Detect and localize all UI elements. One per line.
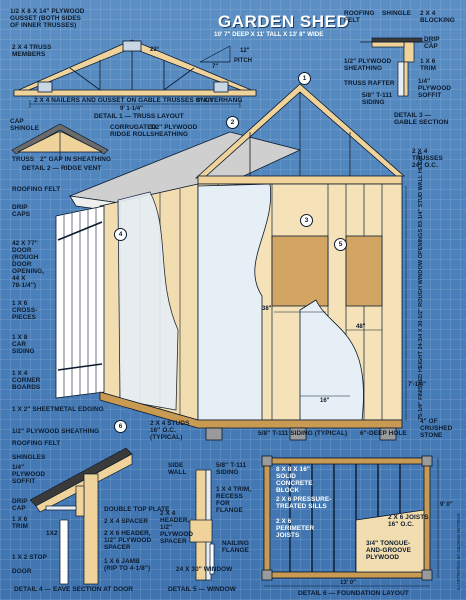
callout-3: 3 bbox=[300, 214, 313, 227]
eave-section-drawing bbox=[29, 447, 133, 585]
plywood-sheathing-label: 1/2" PLYWOOD SHEATHING bbox=[150, 124, 198, 138]
page-subtitle: 10' 7" DEEP X 11' TALL X 13' 8" WIDE bbox=[214, 31, 324, 38]
overhang-label: 8" OVERHANG bbox=[196, 97, 243, 104]
illustration-credit: ILLUSTRATION BY GEORGE RETSECK bbox=[456, 513, 461, 590]
detail-1-caption: DETAIL 1 — TRUSS LAYOUT bbox=[94, 113, 184, 120]
height-dimensions-label: 75-1/4" FINISHED HEIGHT 24-3/4 X 30-1/2"… bbox=[418, 151, 424, 420]
pitch-triangle bbox=[199, 45, 231, 63]
window-siding-label: 5/8" T-111 SIDING bbox=[216, 462, 247, 476]
foundation-floor-label: 3/4" TONGUE- AND-GROOVE PLYWOOD bbox=[366, 540, 412, 561]
gable-truss-rafter-label: TRUSS RAFTER bbox=[344, 80, 395, 87]
detail-4-caption: DETAIL 4 — EAVE SECTION AT DOOR bbox=[14, 586, 134, 593]
studs-label: 2 X 4 STUDS 16" O.C. (TYPICAL) bbox=[150, 420, 190, 441]
shed-drawing bbox=[55, 83, 407, 441]
truss-drawing bbox=[13, 39, 257, 108]
window-flange-label: NAILING FLANGE bbox=[222, 540, 249, 554]
cross-pieces-label: 1 X 6 CROSS- PIECES bbox=[12, 300, 38, 321]
foundation-layout-drawing bbox=[261, 455, 439, 587]
eave-stop-label: 1 X 2 STOP bbox=[12, 554, 47, 561]
gusset-label: 1/2 X 8 X 14" PLYWOOD GUSSET (BOTH SIDES… bbox=[10, 8, 85, 29]
callout-1: 1 bbox=[298, 72, 311, 85]
gable-sheathing-label: 1/2" PLYWOOD SHEATHING bbox=[344, 58, 392, 72]
foundation-joists-label: 2 X 6 JOISTS 16" O.C. bbox=[388, 514, 429, 528]
detail-3-caption: DETAIL 3 — GABLE SECTION bbox=[394, 112, 449, 126]
foundation-perimeter-label: 2 X 6 PERIMETER JOISTS bbox=[276, 518, 315, 539]
gable-trim-label: 1 X 6 TRIM bbox=[420, 58, 437, 72]
t111-siding-label: 5/8" T-111 SIDING (TYPICAL) bbox=[258, 430, 348, 437]
sill-height-label: 16" bbox=[320, 398, 330, 404]
nailers-label: 2 X 4 NAILERS AND GUSSET ON GABLE TRUSSE… bbox=[34, 97, 214, 104]
hole-label: 6"-DEEP HOLE bbox=[360, 430, 407, 437]
callout-6: 6 bbox=[114, 420, 127, 433]
gap-label: 2" GAP IN SHEATHING bbox=[40, 156, 112, 163]
gable-shingle-label: SHINGLE bbox=[382, 10, 412, 17]
callout-5: 5 bbox=[334, 238, 347, 251]
window-header-label: 2 X 4 HEADER, 1/2" PLYWOOD SPACER bbox=[160, 510, 194, 545]
window-trim-label: 1 X 4 TRIM, RECESS FOR FLANGE bbox=[216, 486, 252, 514]
window-size-label: 24 X 30" WINDOW bbox=[176, 566, 233, 573]
callout-4: 4 bbox=[114, 228, 127, 241]
eave-drip-cap-label: DRIP CAP bbox=[12, 498, 28, 512]
pitch-label: PITCH bbox=[234, 58, 252, 64]
detail-5-caption: DETAIL 5 — WINDOW bbox=[168, 586, 236, 593]
trusses-label: 2 X 4 TRUSSES 24" O.C. bbox=[412, 148, 443, 169]
window-width-label: 38" bbox=[262, 306, 272, 312]
pitch-run-label: 7" bbox=[212, 64, 219, 70]
eave-jamb-label: 1 X 6 JAMB (RIP TO 4-1/8") bbox=[104, 558, 151, 572]
pitch-rise-label: 12" bbox=[240, 48, 250, 54]
front-width-label: 7'-1/4" bbox=[408, 382, 426, 388]
gable-felt-label: ROOFING FELT bbox=[344, 10, 375, 24]
ridge-roll-label: CORRUGATED RIDGE ROLL bbox=[110, 124, 157, 138]
window-section-drawing bbox=[189, 469, 215, 581]
foundation-sills-label: 2 X 6 PRESSURE- TREATED SILLS bbox=[276, 496, 332, 510]
detail-6-caption: DETAIL 6 — FOUNDATION LAYOUT bbox=[298, 590, 409, 597]
page-title: GARDEN SHED bbox=[218, 12, 350, 31]
foundation-width-label: 13' 0" bbox=[340, 580, 356, 586]
truss-angle-label: 23° bbox=[150, 47, 160, 53]
window-side-wall-label: SIDE WALL bbox=[168, 462, 187, 476]
roofing-felt-label: ROOFING FELT bbox=[12, 186, 61, 193]
foundation-block-label: 8 X 8 X 16" SOLID CONCRETE BLOCK bbox=[276, 466, 313, 494]
cap-shingle-label: CAP SHINGLE bbox=[10, 118, 40, 132]
sheetmetal-edging-label: 1 X 2" SHEETMETAL EDGING bbox=[12, 406, 104, 413]
eave-door-label: DOOR bbox=[12, 568, 32, 575]
window-spacing-label: 48" bbox=[356, 324, 366, 330]
detail-2-caption: DETAIL 2 — RIDGE VENT bbox=[22, 165, 102, 172]
ridge-vent-drawing bbox=[11, 123, 109, 160]
eave-trim-label: 1 X 6 TRIM bbox=[12, 516, 29, 530]
corner-boards-label: 1 X 4 CORNER BOARDS bbox=[12, 370, 41, 391]
eave-felt-label: ROOFING FELT bbox=[12, 440, 61, 447]
crushed-stone-label: 4" OF CRUSHED STONE bbox=[420, 418, 453, 439]
gable-soffit-label: 1/4" PLYWOOD SOFFIT bbox=[418, 78, 452, 99]
gable-blocking-label: 2 X 4 BLOCKING bbox=[420, 10, 455, 24]
foundation-depth-label: 9' 0" bbox=[440, 502, 453, 508]
truss-label: TRUSS bbox=[12, 156, 35, 163]
truss-span-label: 9' 1-1/4" bbox=[120, 106, 143, 112]
drip-caps-label: DRIP CAPS bbox=[12, 204, 31, 218]
car-siding-label: 1 X 8 CAR SIDING bbox=[12, 334, 35, 355]
gable-siding-label: 5/8" T-111 SIDING bbox=[362, 92, 393, 106]
eave-1x2-label: 1X2 bbox=[46, 530, 58, 537]
eave-header-label: 2 X 6 HEADER, 1/2" PLYWOOD SPACER bbox=[104, 530, 152, 551]
truss-members-label: 2 X 4 TRUSS MEMBERS bbox=[12, 44, 52, 58]
eave-top-plate-label: DOUBLE TOP PLATE bbox=[104, 506, 170, 513]
gable-section-drawing bbox=[360, 37, 432, 97]
eave-spacer-label: 2 X 4 SPACER bbox=[104, 518, 149, 525]
eave-plywood-label: 1/2" PLYWOOD SHEATHING bbox=[12, 428, 100, 435]
callout-2: 2 bbox=[226, 116, 239, 129]
door-label: 42 X 77" DOOR (ROUGH DOOR OPENING, 44 X … bbox=[12, 240, 45, 289]
eave-shingles-label: SHINGLES bbox=[12, 454, 46, 461]
eave-soffit-label: 1/4" PLYWOOD SOFFIT bbox=[12, 464, 46, 485]
gable-drip-cap-label: DRIP CAP bbox=[424, 36, 440, 50]
